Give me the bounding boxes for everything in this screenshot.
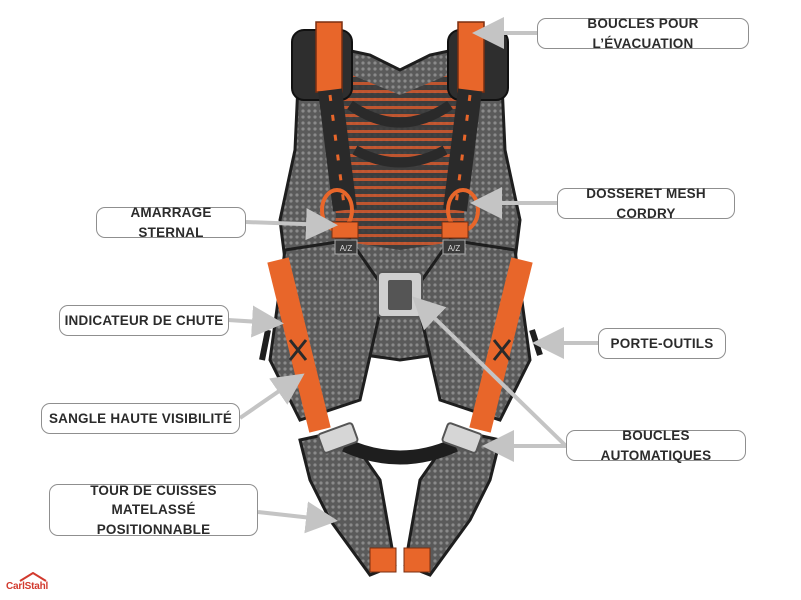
label-hivis-strap: SANGLE HAUTE VISIBILITÉ (41, 403, 240, 434)
label-thigh-strap: TOUR DE CUISSES MATELASSÉ POSITIONNABLE (49, 482, 258, 537)
label-hivis-strap-text: SANGLE HAUTE VISIBILITÉ (48, 410, 233, 426)
label-thigh-strap-line1: TOUR DE CUISSES MATELASSÉ (90, 482, 217, 518)
right-buckle-tag: A/Z (448, 244, 461, 253)
label-fall-indicator-text: INDICATEUR DE CHUTE (64, 312, 224, 328)
left-leg-buckle (317, 422, 359, 454)
label-tool-holder-text: PORTE-OUTILS (610, 335, 714, 351)
label-thigh-strap-line2: POSITIONNABLE (96, 521, 211, 537)
carlstahl-logo: CarlStahl (6, 572, 66, 596)
label-tool-holder: PORTE-OUTILS (598, 328, 726, 359)
label-evacuation: BOUCLES POUR L’ÉVACUATION (537, 16, 749, 51)
logo-text: CarlStahl (6, 581, 49, 592)
label-evacuation-text: BOUCLES POUR L’ÉVACUATION (587, 15, 699, 51)
left-buckle-tag: A/Z (340, 244, 353, 253)
label-auto-buckles-text: BOUCLES AUTOMATIQUES (600, 427, 712, 463)
callout-arrows (227, 17, 598, 534)
label-fall-indicator: INDICATEUR DE CHUTE (59, 305, 229, 336)
label-mesh-back: DOSSERET MESH CORDRY (557, 186, 735, 221)
right-leg-buckle (441, 422, 483, 454)
logo-mark-icon (19, 572, 47, 582)
label-sternal: AMARRAGE STERNAL (96, 205, 246, 240)
label-auto-buckles: BOUCLES AUTOMATIQUES (566, 428, 746, 463)
label-mesh-back-text: DOSSERET MESH CORDRY (586, 185, 706, 221)
label-sternal-text: AMARRAGE STERNAL (130, 204, 212, 240)
